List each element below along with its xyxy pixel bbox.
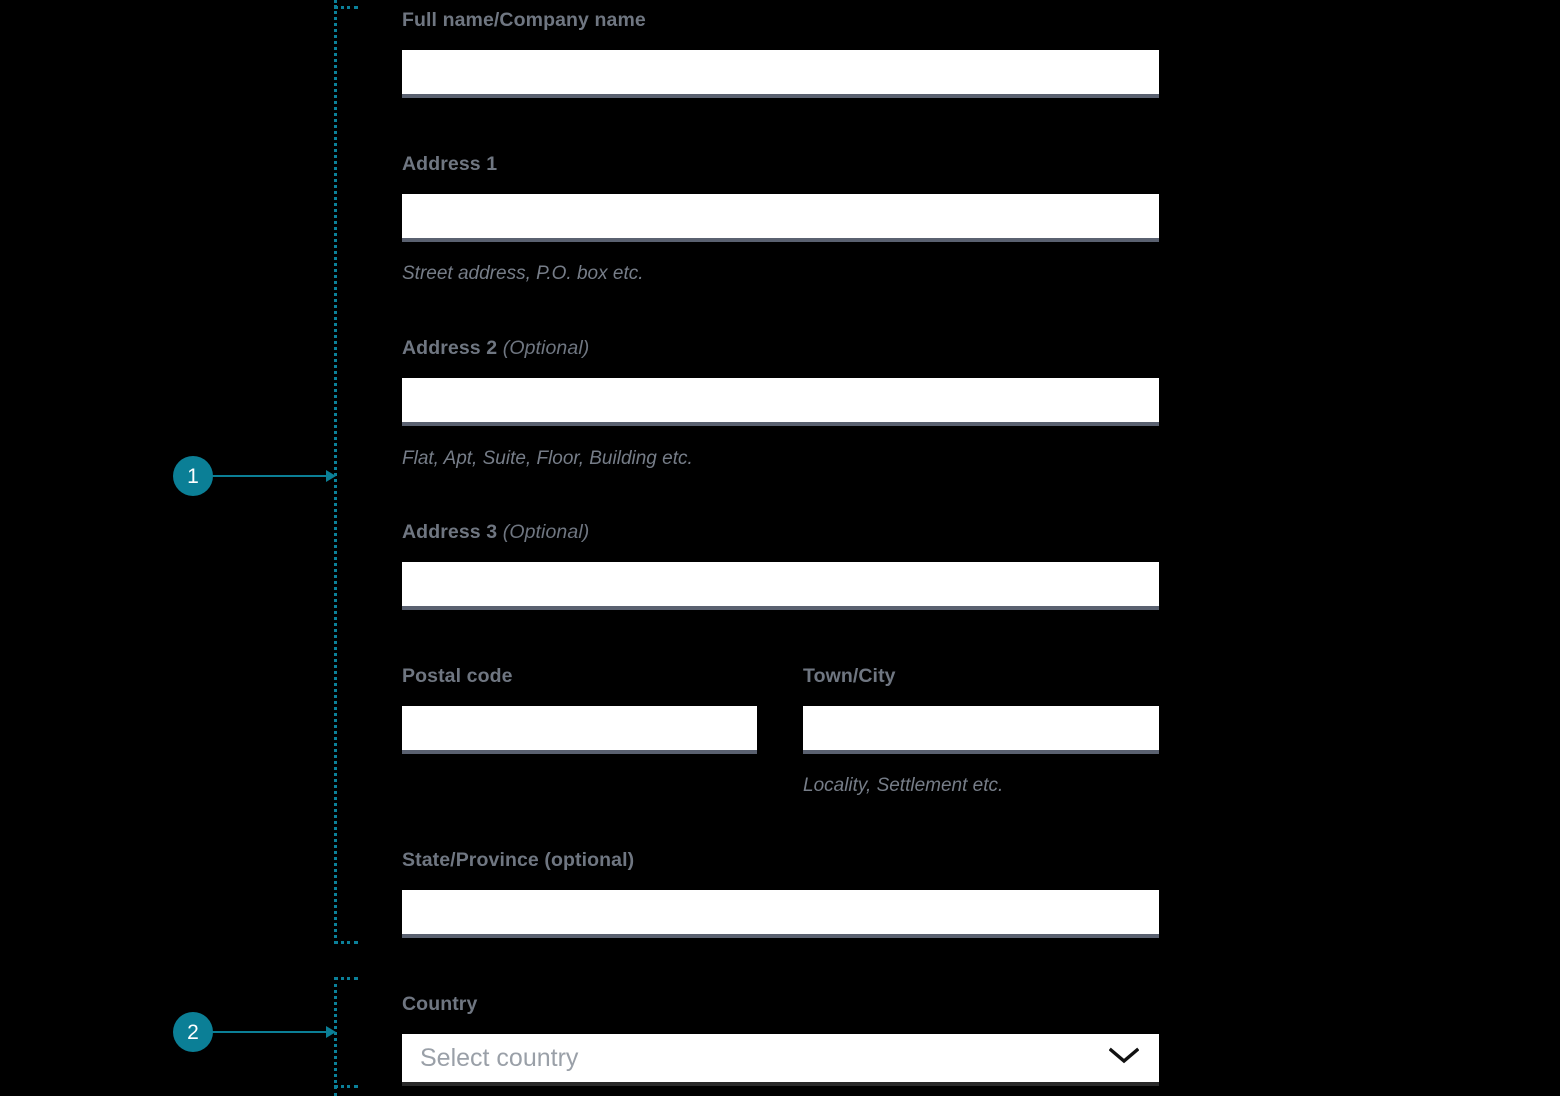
annotation-arrow-1 [212,470,336,482]
dotted-bracket-country-bottom [334,1085,358,1088]
annotation-arrow-2 [212,1026,336,1038]
dotted-bracket-address-top [334,6,358,9]
address-2-hint: Flat, Apt, Suite, Floor, Building etc. [402,448,693,469]
dotted-bracket-address-vertical [334,0,337,944]
state-province-input[interactable] [402,890,1159,938]
annotation-marker-2: 2 [173,1012,213,1052]
dotted-bracket-address-bottom [334,941,358,944]
address-2-optional-text: (Optional) [502,337,590,359]
town-city-hint: Locality, Settlement etc. [803,775,1004,796]
full-name-input[interactable] [402,50,1159,98]
country-select-placeholder: Select country [420,1043,579,1072]
address-1-hint: Street address, P.O. box etc. [402,263,644,284]
country-label: Country [402,993,478,1015]
address-3-label-text: Address 3 [402,521,498,543]
annotation-marker-1-label: 1 [187,464,199,488]
postal-code-input[interactable] [402,706,757,754]
dotted-bracket-country-vertical [334,977,337,1096]
town-city-label: Town/City [803,665,896,687]
full-name-label: Full name/Company name [402,9,646,31]
address-2-label: Address 2 (Optional) [402,337,590,359]
town-city-input[interactable] [803,706,1159,754]
address-1-input[interactable] [402,194,1159,242]
address-3-optional-text: (Optional) [502,521,590,543]
annotation-marker-1: 1 [173,456,213,496]
country-select[interactable]: Select country [402,1034,1159,1086]
address-2-input[interactable] [402,378,1159,426]
annotation-marker-2-label: 2 [187,1020,199,1044]
address-3-label: Address 3 (Optional) [402,521,590,543]
state-province-label: State/Province (optional) [402,849,635,871]
dotted-bracket-country-top [334,977,358,980]
address-2-label-text: Address 2 [402,337,498,359]
address-1-label: Address 1 [402,153,498,175]
chevron-down-icon [1108,1047,1140,1070]
postal-code-label: Postal code [402,665,513,687]
address-3-input[interactable] [402,562,1159,610]
